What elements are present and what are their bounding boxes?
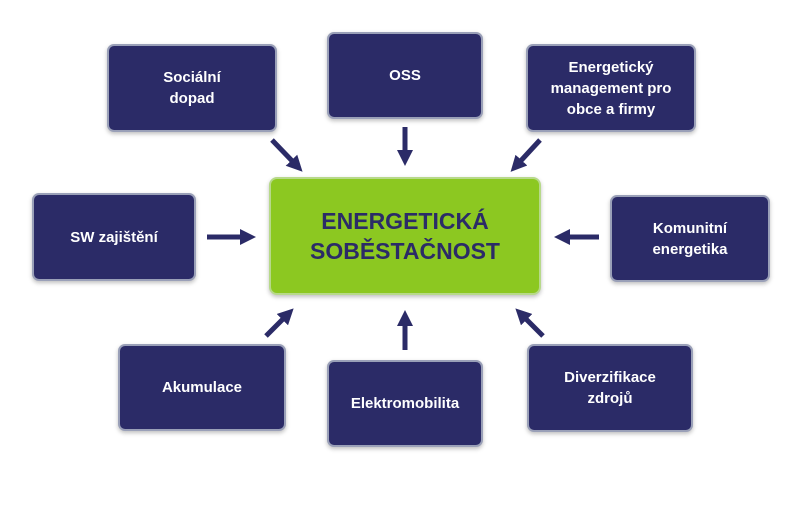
node-electromobility-label: Elektromobilita xyxy=(350,395,460,412)
node-energy-management: Energetický management pro obce a firmy xyxy=(526,44,696,132)
center-node-label: ENERGETICKÁ SOBĚSTAČNOST xyxy=(310,208,500,264)
arrow-social-impact xyxy=(270,138,303,172)
node-oss: OSS xyxy=(327,32,483,119)
node-energy-management-label: Energetický management pro obce a firmy xyxy=(550,58,672,118)
arrow-source-diversification xyxy=(515,308,545,338)
node-social-impact: Sociální dopad xyxy=(107,44,277,132)
center-node: ENERGETICKÁ SOBĚSTAČNOST xyxy=(269,177,541,295)
node-sw-assurance-label: SW zajištění xyxy=(70,228,158,246)
node-social-impact-label: Sociální dopad xyxy=(163,69,221,107)
node-electromobility: Elektromobilita xyxy=(327,360,483,447)
node-accumulation: Akumulace xyxy=(118,344,286,431)
arrow-accumulation xyxy=(264,308,294,338)
node-community-energy: Komunitní energetika xyxy=(610,195,770,282)
node-accumulation-label: Akumulace xyxy=(161,379,243,396)
node-community-energy-label: Komunitní energetika xyxy=(652,219,728,258)
node-source-diversification: Diverzifikace zdrojů xyxy=(527,344,693,432)
node-oss-label: OSS xyxy=(389,67,421,84)
arrow-energy-management xyxy=(510,138,542,172)
node-sw-assurance: SW zajištění xyxy=(32,193,196,281)
node-source-diversification-label: Diverzifikace zdrojů xyxy=(564,369,656,407)
